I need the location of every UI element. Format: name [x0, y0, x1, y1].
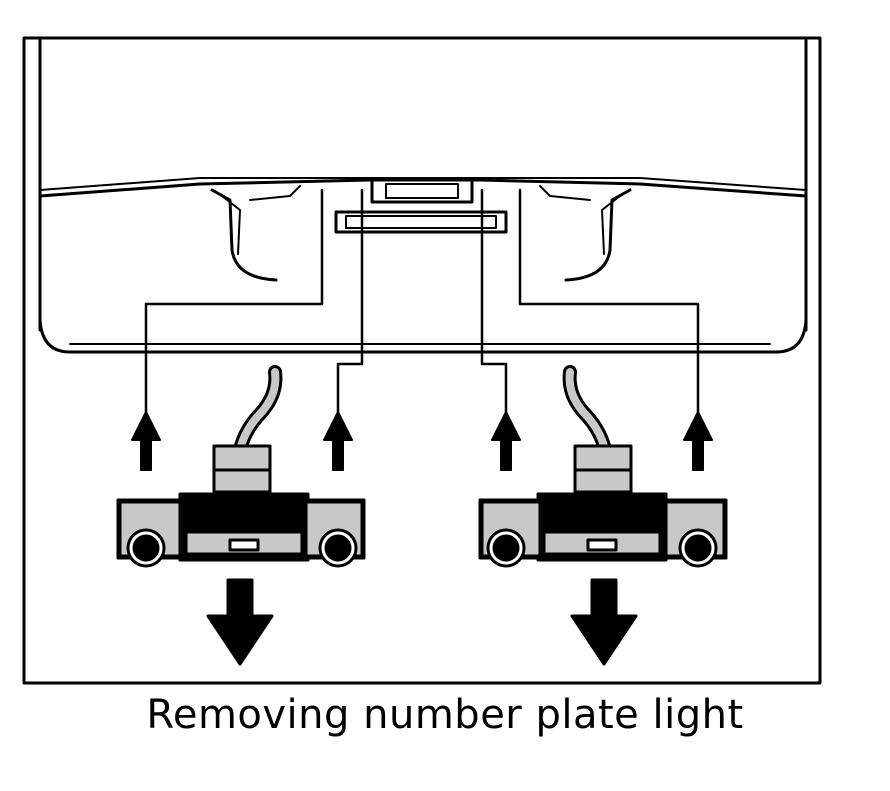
number-plate-light-right [478, 365, 728, 666]
number-plate-light-left [116, 365, 366, 666]
figure-caption: Removing number plate light [146, 692, 744, 738]
release-arrows [131, 411, 713, 471]
number-plate-light-diagram [22, 36, 822, 685]
rear-body-panel [38, 38, 808, 354]
down-arrow-icon [206, 578, 274, 666]
leader-lines [144, 188, 700, 432]
figure-frame [22, 36, 822, 685]
